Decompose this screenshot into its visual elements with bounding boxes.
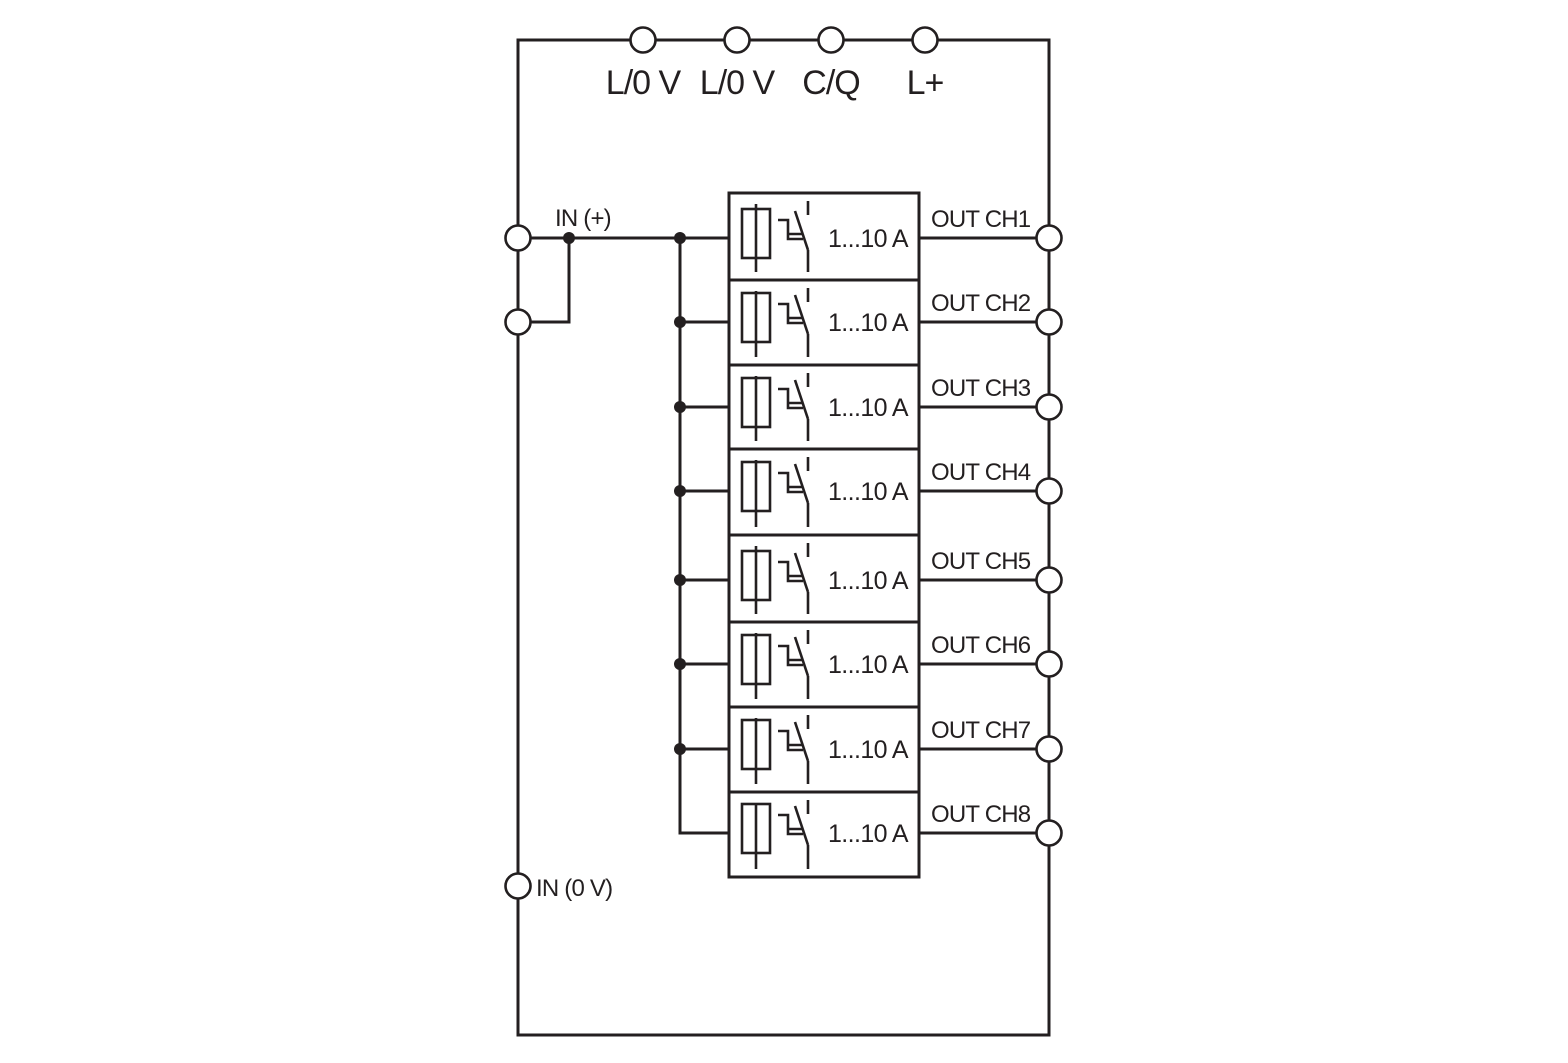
channel-rating: 1...10 A — [828, 820, 909, 848]
input-plus-label: IN (+) — [555, 205, 611, 232]
fuse-icon — [740, 204, 772, 272]
output-terminal — [1035, 566, 1063, 594]
terminal-circle — [629, 26, 657, 54]
channel-5: 1...10 A OUT CH5 — [674, 533, 1063, 624]
channel-rating: 1...10 A — [828, 309, 909, 337]
output-terminal — [1035, 819, 1063, 847]
output-terminal — [1035, 650, 1063, 678]
input-bridge-wire — [529, 236, 571, 324]
output-label: OUT CH8 — [931, 801, 1031, 828]
fuse-icon — [740, 546, 772, 614]
terminal-label: C/Q — [802, 64, 859, 102]
channel-6: 1...10 A OUT CH6 — [674, 620, 1063, 709]
input-plus-terminal-1 — [504, 224, 532, 252]
channel-rating: 1...10 A — [828, 651, 909, 679]
terminal-label: L/0 V — [700, 64, 776, 102]
terminal-circle — [723, 26, 751, 54]
output-label: OUT CH5 — [931, 548, 1031, 575]
terminal-l-plus: L+ — [907, 26, 945, 102]
output-terminal — [1035, 735, 1063, 763]
channel-3: 1...10 A OUT CH3 — [674, 363, 1063, 451]
fuse-icon — [740, 718, 772, 784]
channel-rating: 1...10 A — [828, 567, 909, 595]
circuit-breaker-icon — [778, 543, 810, 614]
junction-dot — [674, 316, 686, 328]
junction-dot — [674, 485, 686, 497]
junction-dot — [674, 401, 686, 413]
input-zero-terminal — [504, 872, 532, 900]
junction-dot — [674, 232, 686, 244]
channel-1: 1...10 A OUT CH1 — [727, 191, 1063, 282]
channel-2: 1...10 A OUT CH2 — [674, 278, 1063, 367]
fuse-icon — [740, 633, 772, 699]
output-label: OUT CH7 — [931, 717, 1031, 744]
top-terminal-group: L/0 V L/0 V C/Q L+ — [606, 26, 945, 102]
fuse-icon — [740, 291, 772, 357]
output-label: OUT CH6 — [931, 632, 1031, 659]
channel-4: 1...10 A OUT CH4 — [674, 447, 1063, 537]
channel-rating: 1...10 A — [828, 736, 909, 764]
circuit-breaker-icon — [778, 630, 810, 699]
channel-rating: 1...10 A — [828, 394, 909, 422]
output-terminal — [1035, 477, 1063, 505]
terminal-circle — [911, 26, 939, 54]
channel-rating: 1...10 A — [828, 478, 909, 506]
circuit-breaker-icon — [778, 715, 810, 784]
output-label: OUT CH3 — [931, 375, 1031, 402]
channel-7: 1...10 A OUT CH7 — [674, 705, 1063, 794]
output-label: OUT CH4 — [931, 459, 1031, 486]
terminal-label: L+ — [907, 64, 944, 102]
junction-dot — [674, 743, 686, 755]
output-terminal — [1035, 224, 1063, 252]
junction-dot — [563, 232, 575, 244]
input-plus-terminal-2 — [504, 308, 532, 336]
circuit-breaker-icon — [778, 800, 810, 869]
input-zero-label: IN (0 V) — [536, 875, 612, 902]
circuit-breaker-icon — [778, 201, 810, 272]
channel-8: 1...10 A OUT CH8 — [727, 790, 1063, 879]
circuit-breaker-icon — [778, 288, 810, 357]
circuit-breaker-icon — [778, 373, 810, 441]
output-terminal — [1035, 393, 1063, 421]
terminal-c-q: C/Q — [802, 26, 861, 102]
junction-dot — [674, 574, 686, 586]
output-label: OUT CH1 — [931, 206, 1031, 233]
left-terminals: IN (0 V) — [504, 224, 613, 902]
channel-rating: 1...10 A — [828, 225, 909, 253]
junction-dot — [674, 658, 686, 670]
fuse-icon — [740, 376, 772, 441]
output-label: OUT CH2 — [931, 290, 1031, 317]
terminal-l-0v-2: L/0 V — [700, 26, 777, 102]
circuit-breaker-icon — [778, 457, 810, 527]
input-plus-wiring: IN (+) — [529, 205, 731, 835]
terminal-l-0v-1: L/0 V — [606, 26, 683, 102]
module-outline — [516, 38, 1051, 1037]
terminal-circle — [817, 26, 845, 54]
output-terminal — [1035, 308, 1063, 336]
fuse-icon — [740, 802, 772, 869]
fuse-icon — [740, 460, 772, 527]
terminal-label: L/0 V — [606, 64, 682, 102]
channel-block: 1...10 A OUT CH1 1...10 A OUT CH2 1...10 A OU… — [674, 191, 1063, 879]
